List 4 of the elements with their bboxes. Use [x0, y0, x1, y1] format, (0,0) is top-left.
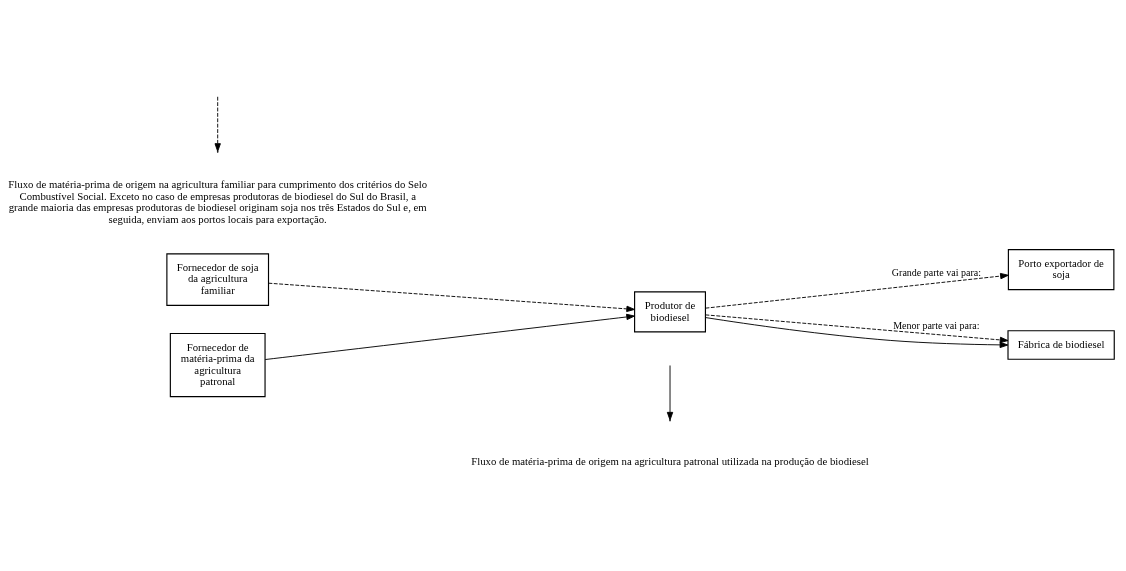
edge-label: Menor parte vai para: [893, 319, 980, 331]
legend-label: Fluxo de matéria-prima de origem na agricultura patronal utilizada na produção de biodiesel [471, 454, 869, 467]
edge-label: Grande parte vai para: [891, 266, 981, 278]
legend-label: Fluxo de matéria-prima de origem na agricultura familiar para cumprimento dos critérios do Selo Combustível Social. Exceto no caso de empresas produtoras de biodiesel do Sul do Brasil, a grande maioria das empresas produtoras de biodiesel originam soja nos três Estados do Sul e, em seguida, enviam aos portos locais para exportação. [8, 177, 428, 225]
